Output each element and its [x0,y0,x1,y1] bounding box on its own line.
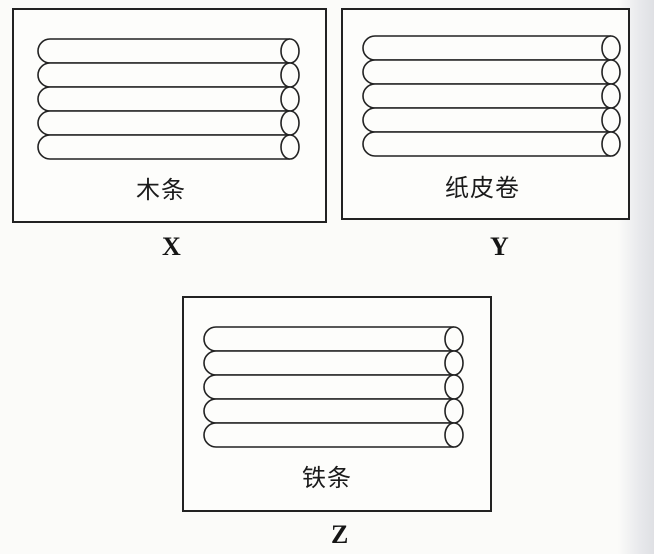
rod-y-1 [363,36,620,60]
rod-z-5 [204,423,463,447]
rod-end-y-5 [602,132,620,156]
caption-y: Y [490,232,509,262]
caption-x: X [162,232,181,262]
figure-box-y: 纸皮卷 [341,8,630,220]
rod-end-x-2 [281,63,299,87]
rod-z-1 [204,327,463,351]
box-label-x: 木条 [136,170,186,205]
rod-end-z-3 [445,375,463,399]
rod-y-2 [363,60,620,84]
rod-end-x-5 [281,135,299,159]
rod-end-z-5 [445,423,463,447]
rod-x-1 [38,39,299,63]
rod-end-z-1 [445,327,463,351]
rod-end-y-1 [602,36,620,60]
rod-x-2 [38,63,299,87]
rod-end-x-3 [281,87,299,111]
rod-x-3 [38,87,299,111]
rod-y-5 [363,132,620,156]
rod-end-x-4 [281,111,299,135]
box-label-y: 纸皮卷 [445,168,520,203]
rod-end-z-2 [445,351,463,375]
caption-z: Z [331,520,348,550]
rod-x-4 [38,111,299,135]
rod-end-x-1 [281,39,299,63]
figure-box-x: 木条 [12,8,327,223]
rod-z-4 [204,399,463,423]
rod-z-3 [204,375,463,399]
rod-z-2 [204,351,463,375]
rod-end-y-2 [602,60,620,84]
box-label-z: 铁条 [302,458,352,493]
rod-end-y-4 [602,108,620,132]
rod-x-5 [38,135,299,159]
rod-y-3 [363,84,620,108]
figure-box-z: 铁条 [182,296,492,512]
rod-end-z-4 [445,399,463,423]
rod-y-4 [363,108,620,132]
rod-end-y-3 [602,84,620,108]
